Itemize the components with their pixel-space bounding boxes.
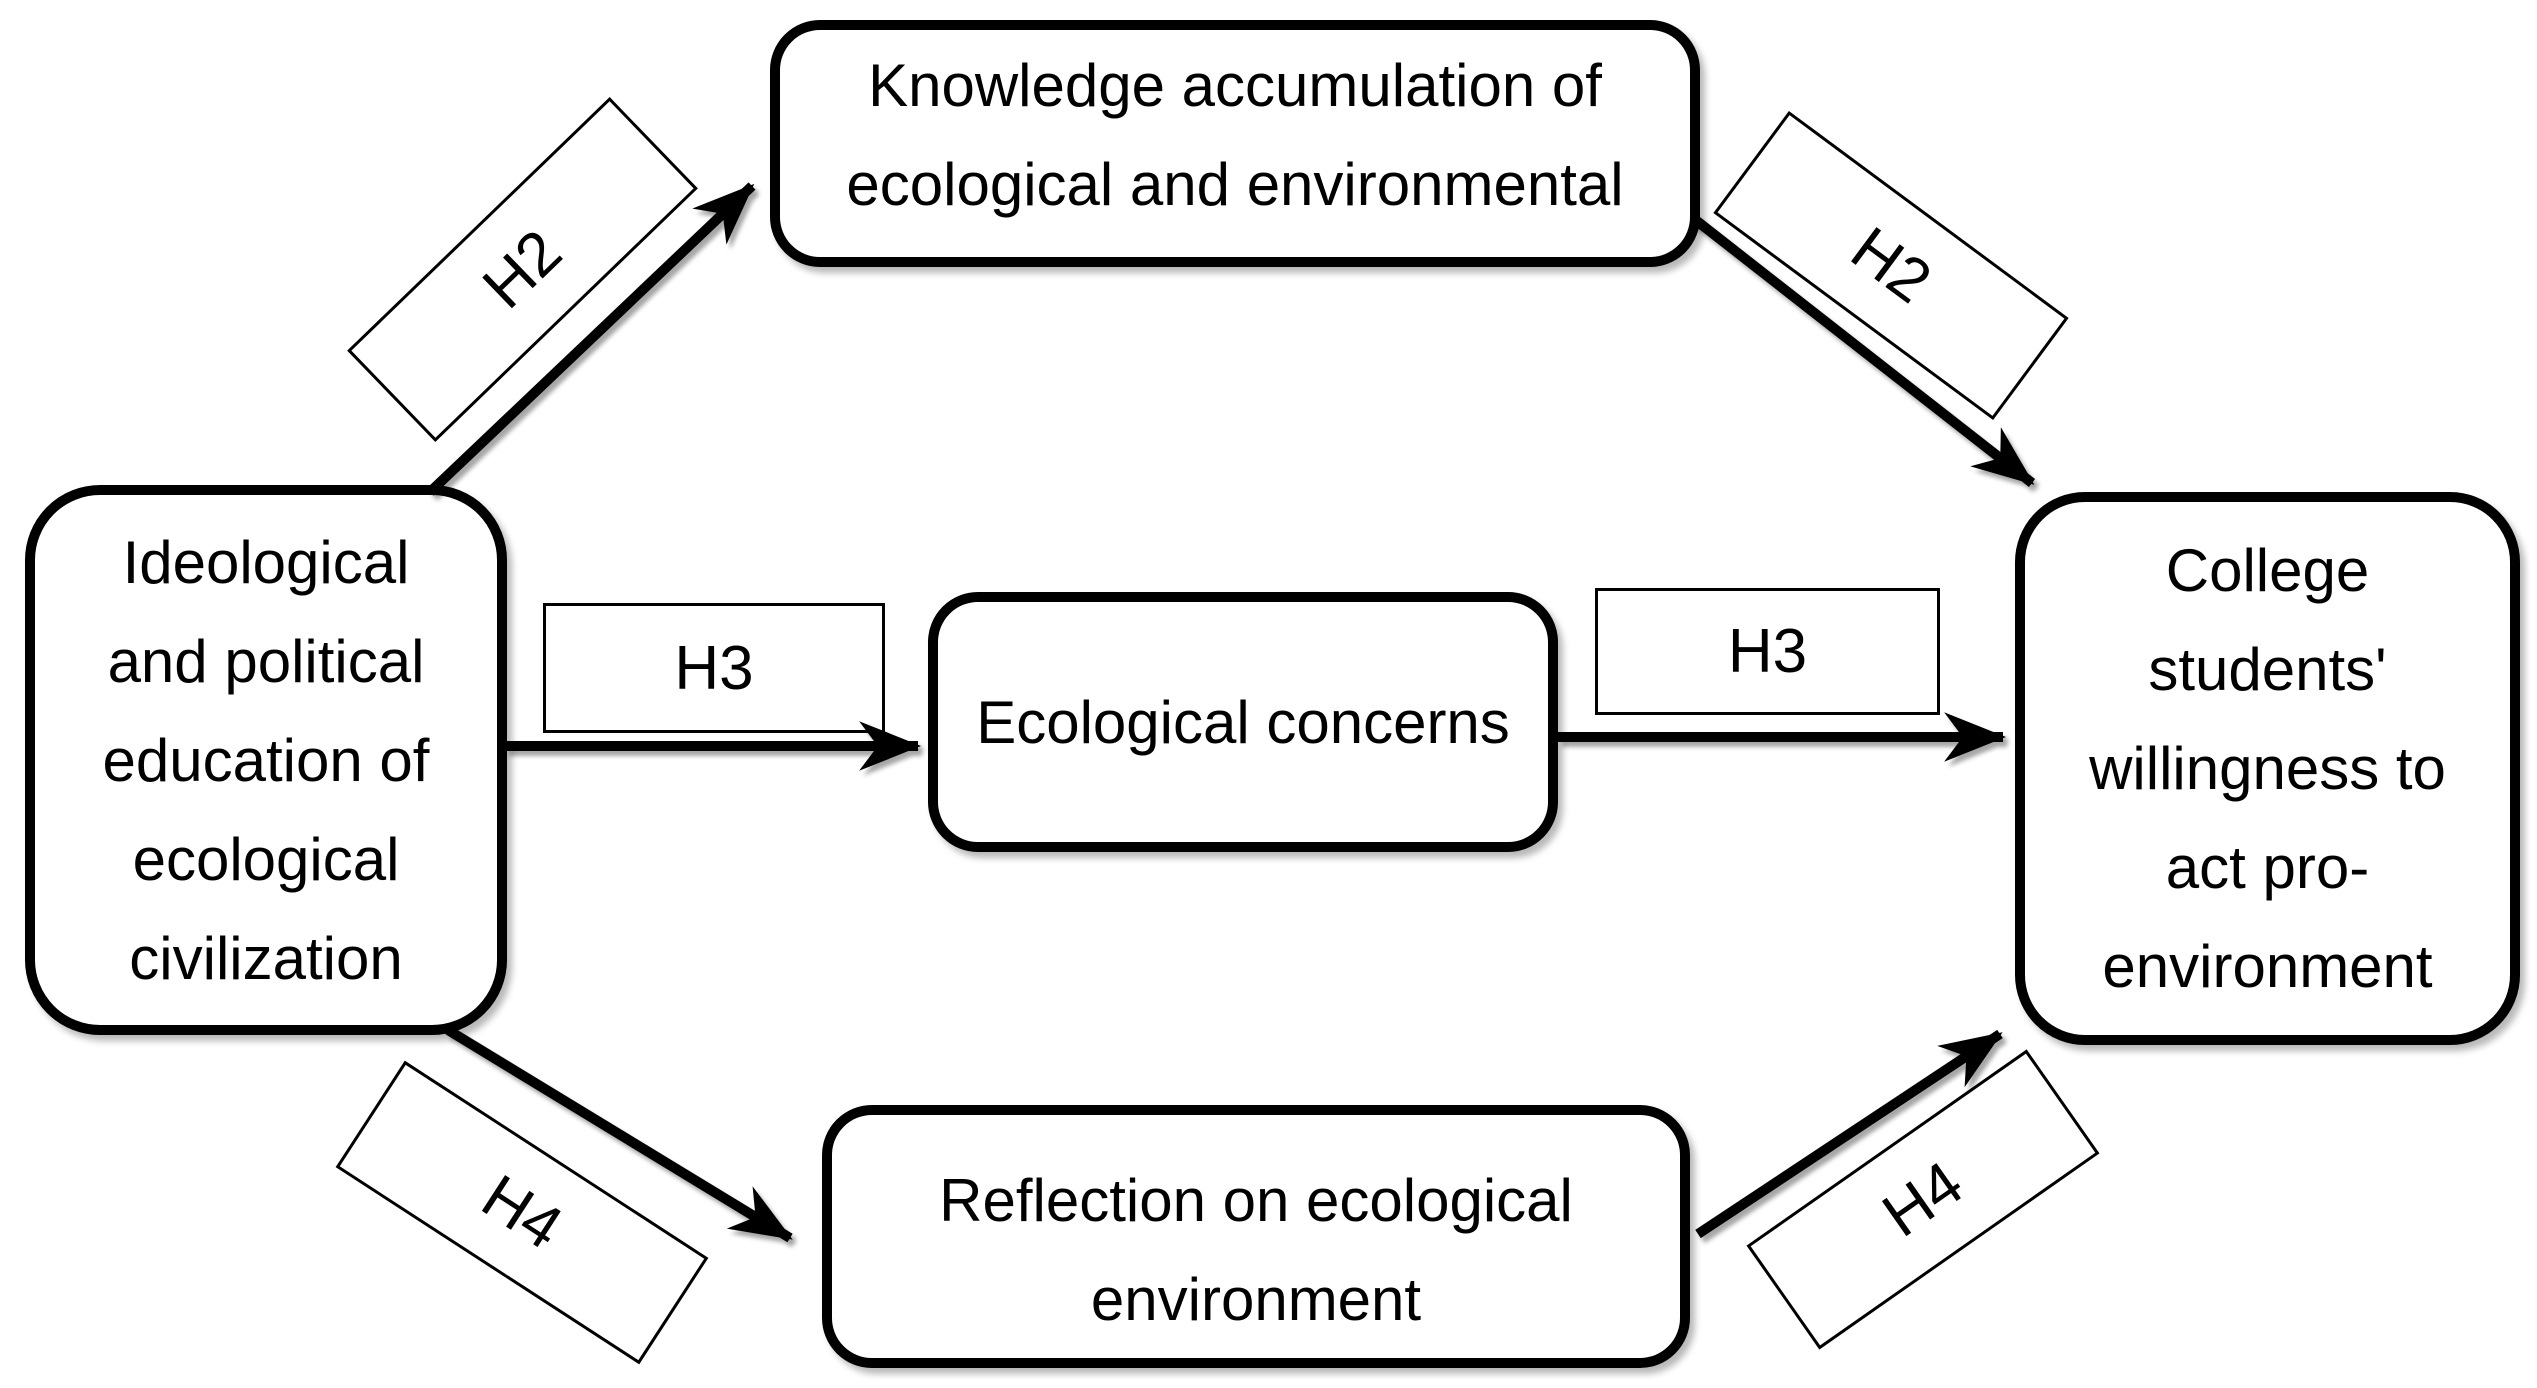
node-reflection-line: Reflection on ecological bbox=[939, 1166, 1573, 1234]
node-outcome-line: College bbox=[2165, 537, 2370, 604]
node-concerns-mediator: Ecological concerns bbox=[928, 592, 1558, 852]
hypothesis-label-h4-left: H4 bbox=[335, 1060, 709, 1365]
node-reflection-line: environment bbox=[1090, 1265, 1422, 1333]
node-knowledge-line: ecological and environmental bbox=[846, 150, 1624, 218]
node-reflection-mediator: Reflection on ecological environment bbox=[822, 1105, 1690, 1368]
node-knowledge-mediator: Knowledge accumulation of ecological and… bbox=[770, 20, 1700, 267]
node-outcome-line: students' bbox=[2148, 636, 2387, 703]
node-outcome-line: act pro- bbox=[2165, 834, 2370, 901]
node-outcome-line: environment bbox=[2102, 933, 2433, 1000]
hypothesis-label-h2-right: H2 bbox=[1713, 110, 2069, 421]
node-predictor-line: Ideological bbox=[122, 528, 410, 596]
hypothesis-label-h2-left: H2 bbox=[347, 97, 698, 442]
node-predictor-line: and political bbox=[107, 627, 425, 695]
hypothesis-label-h3-right: H3 bbox=[1595, 588, 1940, 715]
node-concerns-line: Ecological concerns bbox=[976, 688, 1510, 756]
hypothesis-label-h4-right: H4 bbox=[1746, 1049, 2100, 1350]
node-outcome-line: willingness to bbox=[2089, 735, 2446, 802]
node-predictor-line: education of bbox=[102, 726, 430, 794]
hypothesis-label-h3-left: H3 bbox=[543, 603, 885, 733]
node-knowledge-line: Knowledge accumulation of bbox=[868, 51, 1602, 119]
node-predictor-line: civilization bbox=[129, 924, 403, 992]
node-outcome: College students' willingness to act pro… bbox=[2015, 492, 2520, 1045]
node-predictor-line: ecological bbox=[132, 825, 400, 893]
node-predictor: Ideological and political education of e… bbox=[25, 485, 507, 1035]
